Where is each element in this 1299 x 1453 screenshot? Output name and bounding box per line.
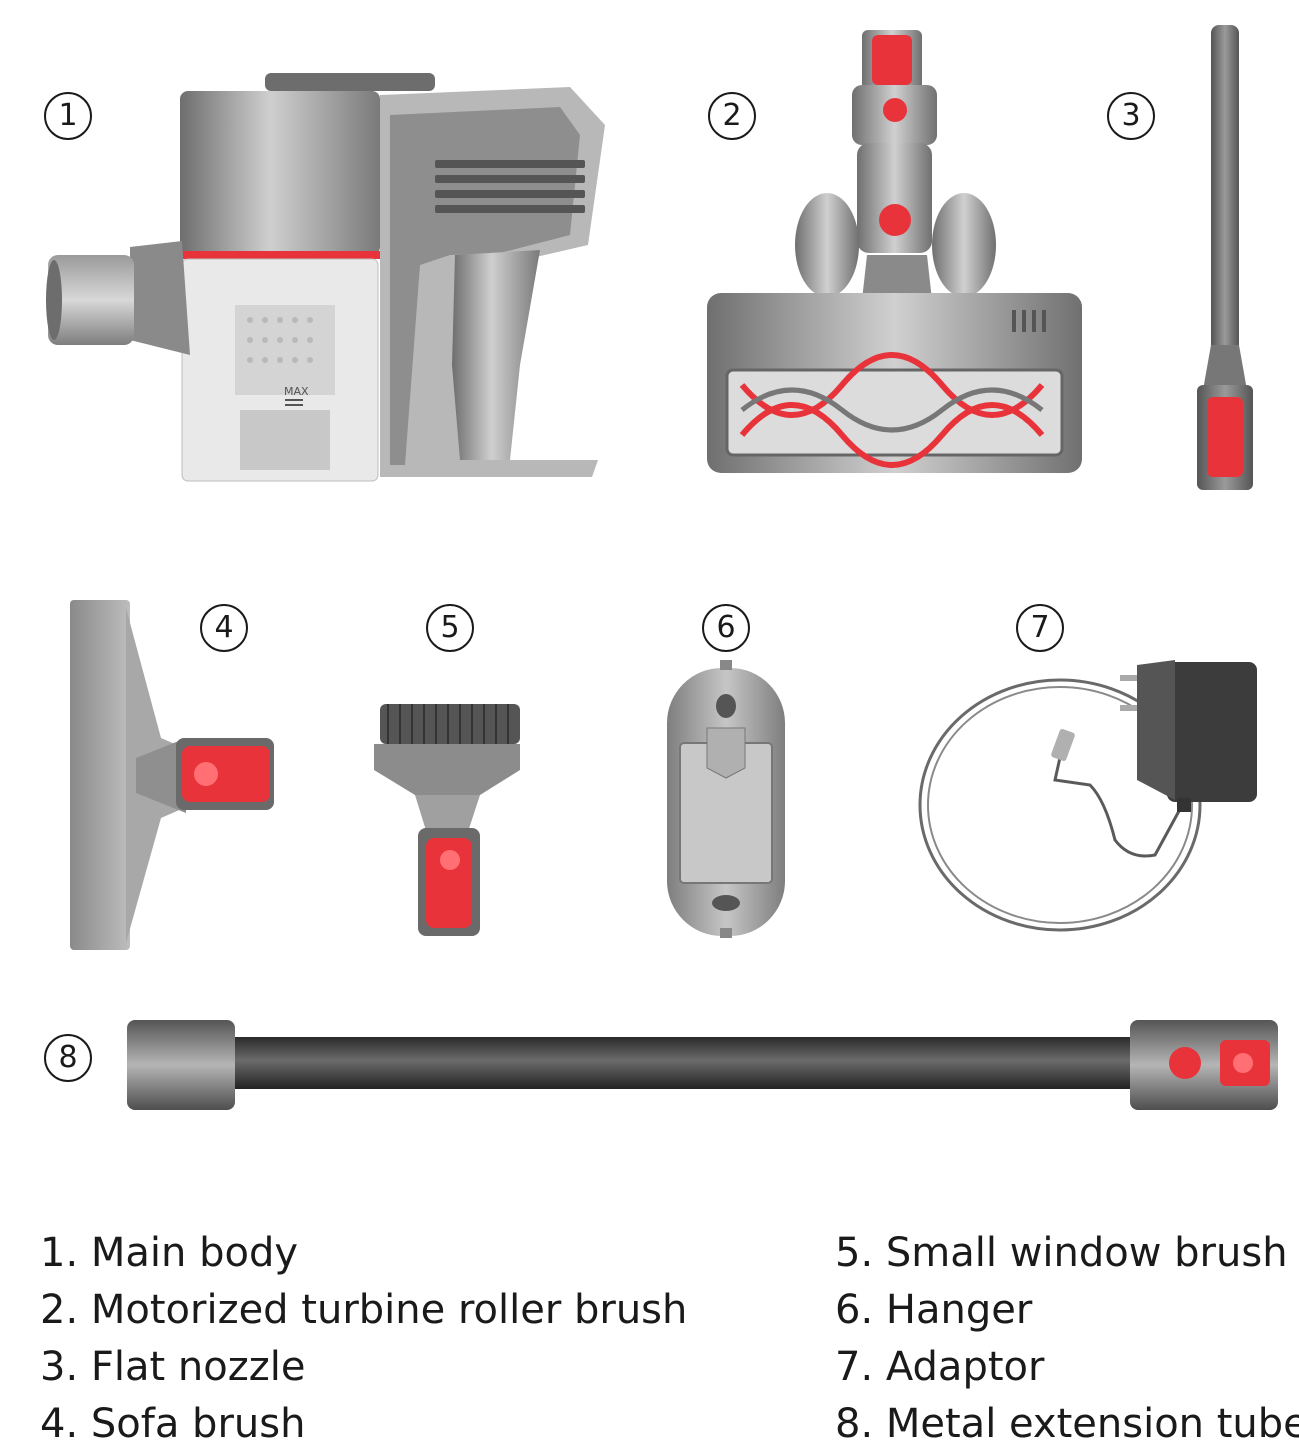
marker-3: 3 <box>1107 92 1155 140</box>
legend-item-main-body: 1. Main body <box>40 1230 299 1276</box>
marker-4: 4 <box>200 604 248 652</box>
extension-tube-image <box>127 1020 1278 1110</box>
sofa-brush-image <box>70 600 274 950</box>
legend-right: 5. Small window brush 6. Hanger 7. Adapt… <box>835 1225 1299 1453</box>
legend-item-adaptor: 7. Adaptor <box>835 1344 1045 1390</box>
marker-2: 2 <box>708 92 756 140</box>
marker-8: 8 <box>44 1034 92 1082</box>
legend-item-turbine-brush: 2. Motorized turbine roller brush <box>40 1287 688 1333</box>
main-body-image: MAX <box>46 73 605 482</box>
marker-6: 6 <box>702 604 750 652</box>
legend-item-extension-tube: 8. Metal extension tube <box>835 1401 1299 1447</box>
flat-nozzle-image <box>1197 25 1253 490</box>
hanger-image <box>667 660 785 938</box>
marker-7: 7 <box>1016 604 1064 652</box>
legend-item-hanger: 6. Hanger <box>835 1287 1033 1333</box>
legend-left: 1. Main body 2. Motorized turbine roller… <box>40 1225 687 1453</box>
max-label: MAX <box>284 385 309 398</box>
marker-1: 1 <box>44 92 92 140</box>
legend-item-window-brush: 5. Small window brush <box>835 1230 1288 1276</box>
adaptor-image <box>918 660 1257 932</box>
marker-5: 5 <box>426 604 474 652</box>
turbine-brush-image <box>707 30 1082 473</box>
legend-item-sofa-brush: 4. Sofa brush <box>40 1401 306 1447</box>
legend-item-flat-nozzle: 3. Flat nozzle <box>40 1344 306 1390</box>
window-brush-image <box>374 704 520 936</box>
